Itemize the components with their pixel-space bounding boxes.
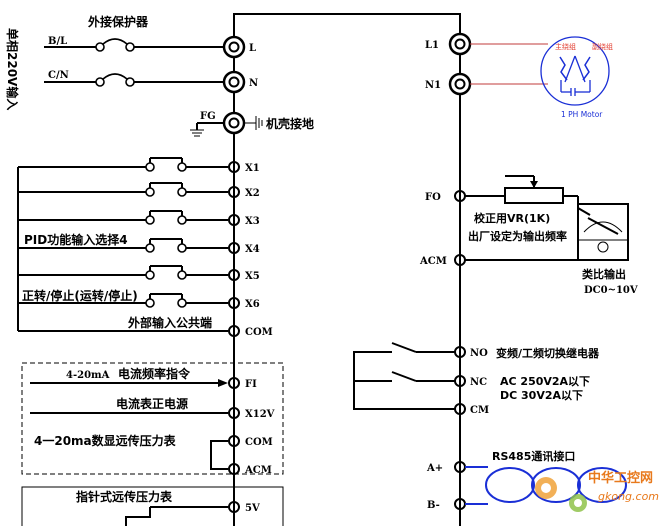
relay-ac-rating: AC 250V2A以下 [500,375,590,388]
factory-setting-label: 出厂设定为输出频率 [468,229,567,243]
pointer-gauge-label: 指针式远传压力表 [76,489,173,504]
breaker-label: 外接保护器 [88,14,149,29]
run-stop-label: 正转/停止(运转/停止) [22,288,138,303]
breaker-arc [102,38,128,45]
relay-dc-rating: DC 30V2A以下 [500,389,583,402]
breaker-arc [102,73,128,80]
terminal-L1-label: L1 [425,40,439,51]
meter-power-label: 电流表正电源 [116,396,188,411]
rs485-label: RS485通讯接口 [492,449,575,463]
terminal-Aplus-label: A+ [426,463,443,474]
terminal-com-label: COM [245,327,273,338]
breaker-contact [95,77,105,87]
ground-label: 机壳接地 [266,116,314,131]
terminal-fi-label: FI [245,379,257,390]
breaker-contact [125,42,135,52]
terminal-L1 [448,32,472,56]
terminal-FG [222,111,246,135]
terminal-x4-label: X4 [245,244,260,255]
switch-x6 [145,293,187,309]
neutral-label: C/N [48,70,69,81]
analog-range-label: DC0~10V [584,285,638,296]
fg-label: FG [200,111,216,122]
motor-label: 1 PH Motor [561,110,603,119]
terminal-Bminus-label: B- [427,500,440,511]
freq-command-label: 电流频率指令 [118,366,191,381]
remote-gauge-label: 4一20ma数显远传压力表 [34,433,177,448]
terminal-L [222,35,246,59]
gkong-logo [535,477,587,512]
relay-label: 变频/工频切换继电器 [496,346,600,360]
relay-contacts [353,342,455,410]
switch-x5 [145,265,187,281]
terminal-CM-label: CM [470,405,489,416]
remote-gauge-box [21,362,284,475]
terminal-L-label: L [249,43,256,54]
line-label: B/L [48,36,67,47]
rs485-twisted-pair [465,466,627,505]
terminal-x3-label: X3 [245,216,260,227]
pointer-gauge-box [21,486,284,526]
input-switches [18,166,228,304]
switch-x3 [145,210,187,226]
switch-x4 [145,238,187,254]
terminal-acm-label: ACM [244,465,272,476]
pointer-gauge-wire [125,507,151,526]
pid-input-label: PID功能输入选择4 [24,232,128,247]
terminal-NO-label: NO [470,348,488,359]
input-common-label: 外部输入公共端 [128,315,212,330]
watermark-url: gkong.com [598,490,659,503]
small-terminals-left [228,161,240,513]
terminal-N1-label: N1 [425,80,441,91]
terminal-x6-label: X6 [245,299,260,310]
watermark-title: 中华工控网 [588,470,653,486]
terminal-N [222,70,246,94]
vr-potentiometer [465,175,591,216]
terminal-5v-label: 5V [245,503,260,514]
vr-label: 校正用VR(1K) [474,211,550,225]
breaker-contact [125,77,135,87]
main-winding-label: 主绕组 [555,42,576,51]
terminal-x1-label: X1 [245,163,260,174]
terminal-N1 [448,72,472,96]
terminal-FO-label: FO [425,192,441,203]
analog-output-label: 类比输出 [582,267,626,281]
com-acm-link [210,440,228,470]
terminal-com2-label: COM [245,437,273,448]
switch-x1 [145,157,187,173]
terminal-x5-label: X5 [245,271,260,282]
switch-x2 [145,182,187,198]
signal-range-label: 4-20mA [66,370,110,381]
chassis-ground-icon [255,116,263,130]
motor-icon: 主绕组 副绕组 [540,36,613,106]
terminal-NC-label: NC [470,377,487,388]
supply-vertical-label: 单相220V输入 [5,28,20,110]
terminal-x12v-label: X12V [245,409,275,420]
fi-arrow [218,379,228,387]
ground-icon [190,129,204,137]
terminal-ACM-right-label: ACM [419,256,447,267]
terminal-x2-label: X2 [245,188,260,199]
terminal-N-label: N [249,78,258,89]
breaker-contact [95,42,105,52]
aux-winding-label: 副绕组 [592,42,613,51]
